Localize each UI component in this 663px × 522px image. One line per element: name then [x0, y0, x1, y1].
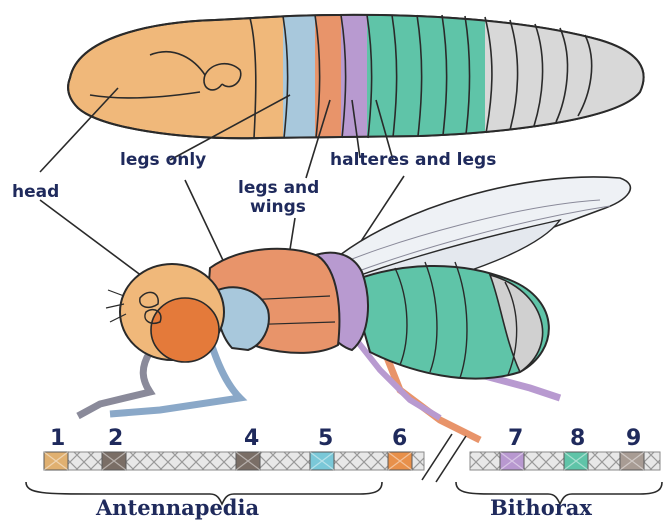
gene-number-9: 9 [626, 428, 641, 450]
gene-number-6: 6 [392, 428, 407, 450]
gene-number-1: 1 [50, 428, 65, 450]
label-halteres-and-legs: halteres and legs [330, 152, 496, 169]
adult-fly [78, 177, 630, 440]
gene-number-4: 4 [244, 428, 259, 450]
label-bithorax: Bithorax [490, 497, 592, 518]
gene-number-8: 8 [570, 428, 585, 450]
gene-number-7: 7 [508, 428, 523, 450]
compound-eye [151, 298, 219, 362]
gene-number-2: 2 [108, 428, 123, 450]
label-legs-only: legs only [120, 152, 206, 169]
label-wings: wings [250, 199, 306, 216]
label-legs-and: legs and [238, 180, 319, 197]
larva [68, 0, 655, 150]
label-head: head [12, 184, 59, 201]
label-antennapedia: Antennapedia [96, 497, 259, 518]
gene-number-5: 5 [318, 428, 333, 450]
antennapedia-complex-bar [44, 452, 424, 470]
